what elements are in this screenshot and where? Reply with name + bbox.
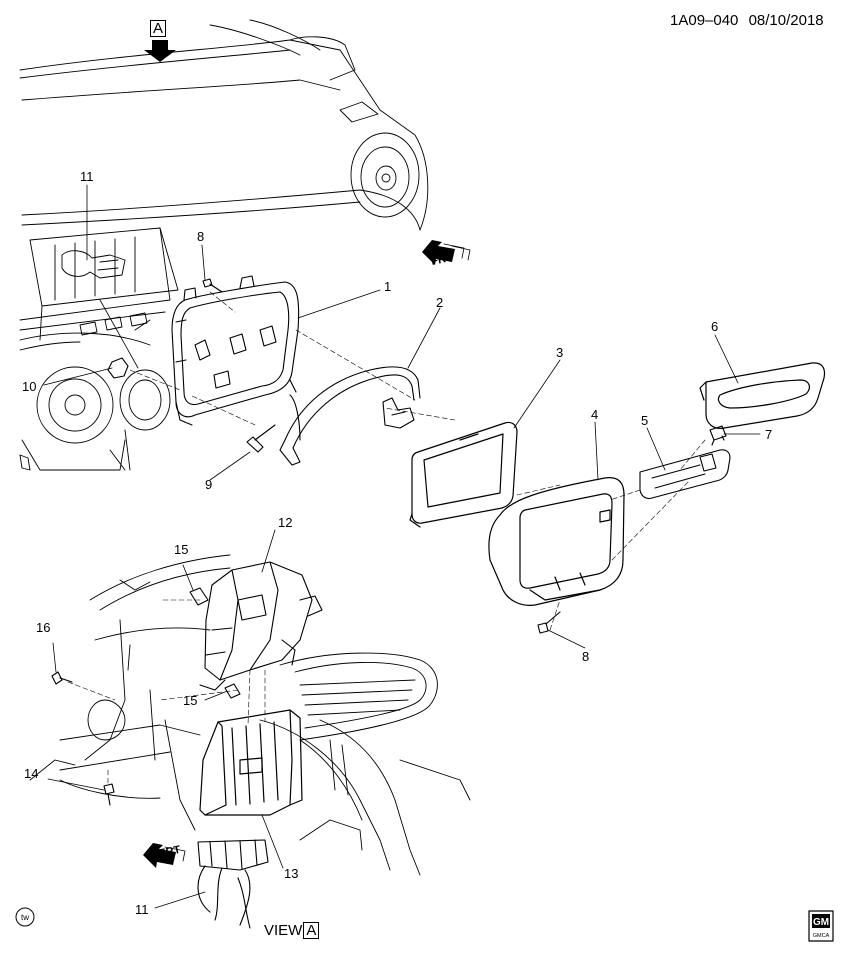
- part-13-module: [199, 709, 303, 816]
- callout-14: 14: [24, 766, 39, 781]
- vehicle-structure-drawing: [29, 554, 471, 876]
- view-marker: A: [150, 20, 167, 37]
- callout-12: 12: [278, 515, 293, 530]
- part-8-screw-bottom: [537, 611, 561, 634]
- callout-2: 2: [436, 295, 444, 310]
- view-label-letter: A: [303, 922, 320, 939]
- callout-16: 16: [36, 620, 51, 635]
- callout-7: 7: [765, 427, 773, 442]
- part-4-bezel: [488, 477, 625, 606]
- part-1-bracket: [171, 275, 300, 426]
- gm-logo-text: GM: [813, 917, 829, 928]
- part-3-display: [409, 421, 518, 528]
- part-5-switch: [639, 449, 731, 500]
- callout-8-bottom: 8: [582, 649, 590, 664]
- callout-3: 3: [556, 345, 564, 360]
- callout-15-lower: 15: [183, 693, 198, 708]
- part-14-bolt: [103, 783, 115, 806]
- callout-15-upper: 15: [174, 542, 189, 557]
- part-6-trim-plate: [699, 362, 826, 429]
- callout-4: 4: [591, 407, 599, 422]
- frt-label-top: FRT: [430, 252, 454, 268]
- callout-6: 6: [711, 319, 719, 334]
- callout-13: 13: [284, 866, 299, 881]
- part-9-bolt: [246, 424, 276, 453]
- part-16-bolt: [51, 671, 73, 685]
- diagram-date: 08/10/2018: [748, 12, 824, 29]
- callout-9: 9: [205, 477, 213, 492]
- callout-1: 1: [384, 279, 392, 294]
- part-2-harness-bracket: [279, 366, 421, 466]
- instrument-panel-drawing: [19, 19, 429, 471]
- tw-badge-text: tw: [21, 913, 29, 922]
- alignment-lines: [67, 291, 706, 787]
- part-7-clip: [709, 425, 727, 446]
- callout-5: 5: [641, 413, 649, 428]
- part-8-screw-top: [202, 278, 223, 293]
- diagram-code: 1A09–040: [670, 12, 739, 29]
- part-15-nut-lower: [224, 683, 241, 699]
- view-label-text: VIEW: [264, 922, 303, 939]
- frt-arrow-top-icon: [422, 240, 471, 265]
- diagram-header: 1A09–040 08/10/2018: [670, 12, 824, 29]
- callout-10: 10: [22, 379, 37, 394]
- gm-logo-subtext: GMCA: [813, 933, 830, 939]
- part-11-connector-lower: [197, 839, 269, 929]
- leader-lines: [43, 184, 761, 909]
- part-15-nut-upper: [189, 587, 209, 606]
- view-a-arrow-icon: [144, 40, 176, 62]
- callout-11-bottom: 11: [135, 902, 149, 917]
- part-12-bracket: [199, 561, 323, 691]
- callout-11-top: 11: [80, 169, 94, 184]
- tw-badge-icon: [15, 907, 35, 927]
- frt-label-bottom: FRT: [158, 844, 182, 860]
- frt-arrow-bottom-icon: [143, 843, 186, 868]
- view-marker-letter: A: [150, 20, 167, 37]
- part-10-nut: [107, 357, 129, 379]
- callout-8-top: 8: [197, 229, 205, 244]
